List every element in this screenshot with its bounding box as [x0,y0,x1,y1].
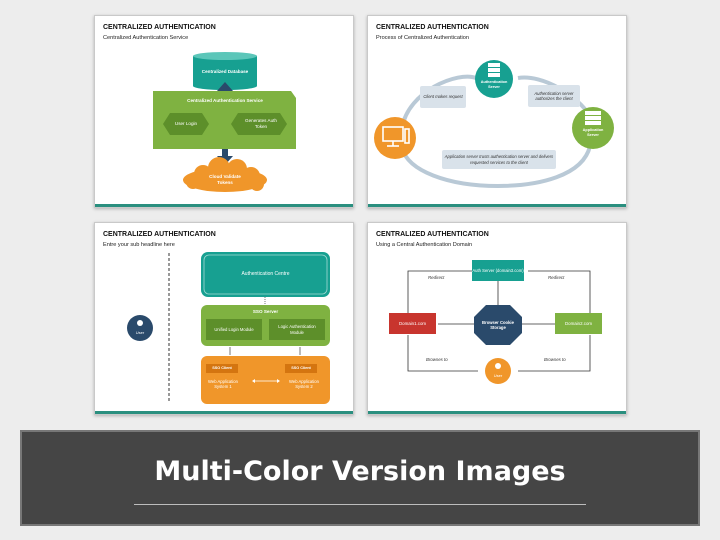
cloud-shape [183,157,267,192]
slide-title: CENTRALIZED AUTHENTICATION [376,231,489,238]
auth-server-circle [475,60,513,98]
auth-server-label: Auth Server (domain3.com) [472,267,524,273]
user-label: User [135,329,145,335]
auth-server-box [472,260,524,281]
slide-1-diagram [153,52,296,192]
computer-icon [382,126,410,147]
slide-3-diagram [127,252,330,404]
web-app-2-label: Web Application System 2 [289,378,319,389]
user-circle [485,358,511,384]
slide-subtitle: Centralized Authentication Service [103,35,189,41]
cookie-storage-label: Browser Cookie Storage [482,319,514,330]
auth-centre-label: Authentication Centre [241,271,290,278]
slide-subtitle: Process of Centralized Authentication [376,35,469,41]
cloud-label: Cloud Validate Tokens [209,174,241,185]
server-authorizes-label: Authentication server authorizes the cli… [534,90,574,101]
user-login-label: User Login [174,121,198,127]
slide-thumbnail-1[interactable]: CENTRALIZED AUTHENTICATION Centralized A… [94,15,354,208]
app-server-label: Application Server [582,128,604,137]
token-label: Generates Auth Token [245,118,277,129]
database-label: Centralized Database [201,69,249,75]
domain1-label: Domain1.com [398,320,427,326]
app-trusts-label: Application server trusts authentication… [444,154,554,165]
sso-client-2-label: SSO Client [291,366,311,371]
slide-thumbnail-2[interactable]: CENTRALIZED AUTHENTICATION Process of Ce… [367,15,627,208]
banner: Multi-Color Version Images [20,430,700,526]
slide-thumbnail-3[interactable]: CENTRALIZED AUTHENTICATION Entre your su… [94,222,354,415]
web-app-1-label: Web Application System 1 [208,378,238,389]
banner-title: Multi-Color Version Images [154,456,566,487]
up-arrow-icon [217,82,233,97]
user-icon [137,320,143,326]
browses-right-label: Browses to [544,357,566,362]
domain2-label: Domain2.com [564,320,593,326]
slide-4-diagram [389,260,602,384]
auth-server-label: Authentication Server [480,80,508,89]
app-server-circle [572,107,614,149]
user-circle [127,315,153,341]
database-shape [193,52,257,90]
slide-title: CENTRALIZED AUTHENTICATION [103,24,216,31]
banner-divider [134,504,586,505]
domain2-box [555,313,602,334]
redirect-right-label: Redirect [548,275,565,280]
user-icon [495,363,501,369]
service-label: Centralized Authentication Service [187,98,263,104]
slide-2-diagram [374,60,614,189]
slide-subtitle: Using a Central Authentication Domain [376,242,473,248]
browses-left-label: Browses to [426,357,448,362]
server-icon [488,63,500,77]
redirect-left-label: Redirect [428,275,445,280]
user-label: User [493,372,503,378]
client-request-label: Client makes request [423,94,463,100]
auth-centre-box [201,252,330,297]
unified-login-label: Unified Login Module [214,326,254,332]
cookie-storage-shape [474,305,522,345]
sso-server-label: SSO Server [252,309,279,315]
down-arrow-icon [217,149,233,165]
slide-title: CENTRALIZED AUTHENTICATION [376,24,489,31]
sso-client-1-label: SSO Client [212,366,232,371]
domain1-box [389,313,436,334]
slide-subtitle: Entre your sub headline here [103,242,175,248]
logic-auth-label: Logic Authentication Module [278,324,316,335]
slide-thumbnail-4[interactable]: CENTRALIZED AUTHENTICATION Using a Centr… [367,222,627,415]
app-server-icon [585,111,601,125]
slide-title: CENTRALIZED AUTHENTICATION [103,231,216,238]
